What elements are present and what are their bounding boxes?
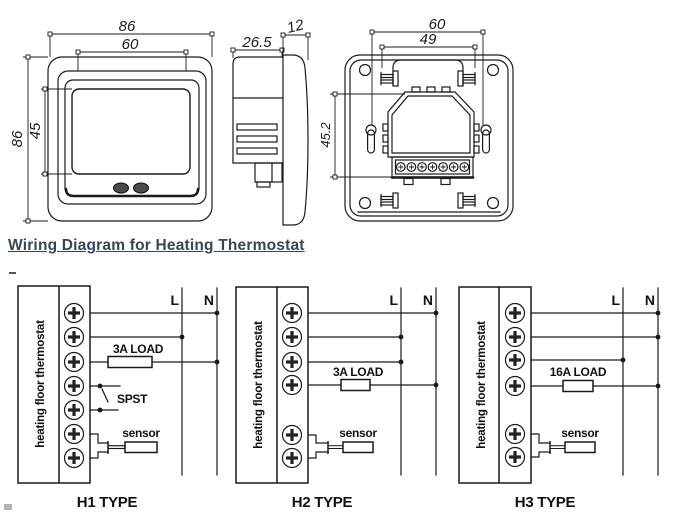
front-display-width-label: 60 — [122, 36, 139, 53]
front-button-left — [113, 182, 129, 194]
back-corner-hole — [358, 63, 372, 77]
back-clip-bottom-left — [380, 192, 399, 209]
back-corner-hole — [486, 63, 500, 77]
back-terminal-screws — [395, 162, 470, 172]
back-corner-hole — [358, 196, 372, 210]
terminal-screws — [62, 301, 86, 470]
back-clip-top-left — [380, 70, 399, 87]
load-box — [562, 379, 594, 393]
back-module-height-label: 45.2 — [318, 122, 333, 148]
wiring-diagram-h2: heating floor thermostat L N 3A LOAD sen… — [235, 286, 439, 511]
spst-switch-blade — [101, 388, 109, 403]
back-hole-spacing-label: 60 — [429, 16, 446, 33]
front-inner-bezel — [64, 79, 200, 197]
live-label: L — [389, 292, 398, 308]
live-label: L — [611, 292, 620, 308]
back-wall-plate — [344, 54, 514, 222]
dim-side-panel-depth: 12 — [280, 16, 311, 60]
dim-front-display-width: 60 — [75, 36, 189, 71]
front-outer-housing — [47, 56, 213, 222]
front-overall-height-label: 86 — [9, 130, 26, 147]
dim-side-body-depth: 26.5 — [230, 34, 285, 58]
diagram-caption: H2 TYPE — [292, 494, 353, 511]
sensor-assembly — [307, 434, 374, 459]
side-vent-slot — [236, 147, 278, 155]
thermostat-technical-drawing: 86 60 86 45 — [9, 16, 514, 226]
terminal-block — [458, 286, 532, 484]
diagram-caption: H1 TYPE — [77, 494, 138, 511]
back-clip-bottom-right — [457, 192, 476, 209]
back-clip-spacing-label: 49 — [420, 31, 437, 48]
back-top-cutout — [392, 59, 464, 86]
back-electronics-module — [382, 86, 480, 158]
sensor-label: sensor — [339, 426, 377, 440]
side-rear-box — [232, 56, 284, 164]
side-vent-slot — [236, 123, 278, 131]
sensor-assembly — [530, 433, 596, 458]
sensor-label: sensor — [122, 426, 160, 440]
dim-front-overall-height: 86 — [9, 54, 48, 224]
back-wall-plate-inner — [349, 59, 509, 217]
side-body-depth-label: 26.5 — [241, 34, 272, 51]
side-front-panel — [282, 54, 309, 226]
page-title: Wiring Diagram for Heating Thermostat — [8, 237, 305, 254]
live-label: L — [170, 292, 179, 308]
dim-front-overall-width: 86 — [47, 18, 215, 57]
sensor-probe — [564, 441, 596, 454]
wires — [307, 310, 439, 392]
wiring-diagram-h3: heating floor thermostat L N 16A LOAD se… — [458, 286, 661, 511]
sensor-probe — [124, 441, 158, 454]
wires — [530, 310, 661, 393]
sensor-assembly — [89, 433, 158, 459]
neutral-label: N — [645, 292, 655, 308]
front-bezel — [57, 70, 207, 205]
terminal-block-label: heating floor thermostat — [35, 320, 47, 448]
dim-back-hole-spacing: 60 — [369, 16, 486, 125]
spst-label: SPST — [117, 392, 148, 406]
load-label: 3A LOAD — [333, 365, 384, 379]
load-label: 3A LOAD — [113, 342, 164, 356]
wiring-diagrams: heating floor thermostat L N 3A LOAD SPS… — [4, 272, 661, 511]
front-button-right — [133, 182, 149, 194]
back-keyhole-slot-left — [365, 124, 377, 154]
terminal-screws — [503, 301, 527, 469]
page-artifact-bottom — [4, 504, 12, 510]
dim-front-display-height: 45 — [27, 86, 72, 177]
terminal-block-label: heating floor thermostat — [476, 321, 488, 449]
front-bezel-bottom-edge — [64, 187, 200, 198]
sensor-label: sensor — [561, 426, 599, 440]
wiring-diagram-h1: heating floor thermostat L N 3A LOAD SPS… — [17, 285, 220, 511]
back-clip-top-right — [457, 70, 476, 87]
back-corner-hole — [486, 196, 500, 210]
dim-back-module-height: 45.2 — [318, 91, 405, 180]
terminal-block — [17, 285, 91, 484]
diagram-caption: H3 TYPE — [515, 494, 576, 511]
page-artifact-top — [9, 272, 16, 274]
front-overall-width-label: 86 — [119, 18, 136, 35]
back-keyhole-slot-right — [480, 124, 492, 154]
neutral-label: N — [423, 292, 433, 308]
side-view-drawing: 26.5 12 — [230, 16, 311, 226]
back-terminal-strip — [390, 156, 475, 186]
neutral-label: N — [204, 292, 214, 308]
terminal-block-label: heating floor thermostat — [253, 321, 265, 449]
dim-back-clip-spacing: 49 — [379, 31, 478, 68]
side-terminal-cover — [254, 162, 283, 188]
load-box — [107, 355, 153, 369]
side-vent-slot — [236, 135, 278, 143]
terminal-screws — [280, 301, 304, 470]
front-display-height-label: 45 — [27, 122, 44, 139]
load-box — [340, 378, 371, 392]
front-view-drawing: 86 60 86 45 — [9, 18, 215, 224]
load-label: 16A LOAD — [550, 365, 607, 379]
sensor-probe — [342, 441, 374, 454]
wires — [89, 310, 220, 413]
side-panel-depth-label: 12 — [285, 16, 306, 37]
front-display-window — [71, 88, 191, 175]
back-view-drawing: 60 49 45.2 — [318, 16, 514, 222]
